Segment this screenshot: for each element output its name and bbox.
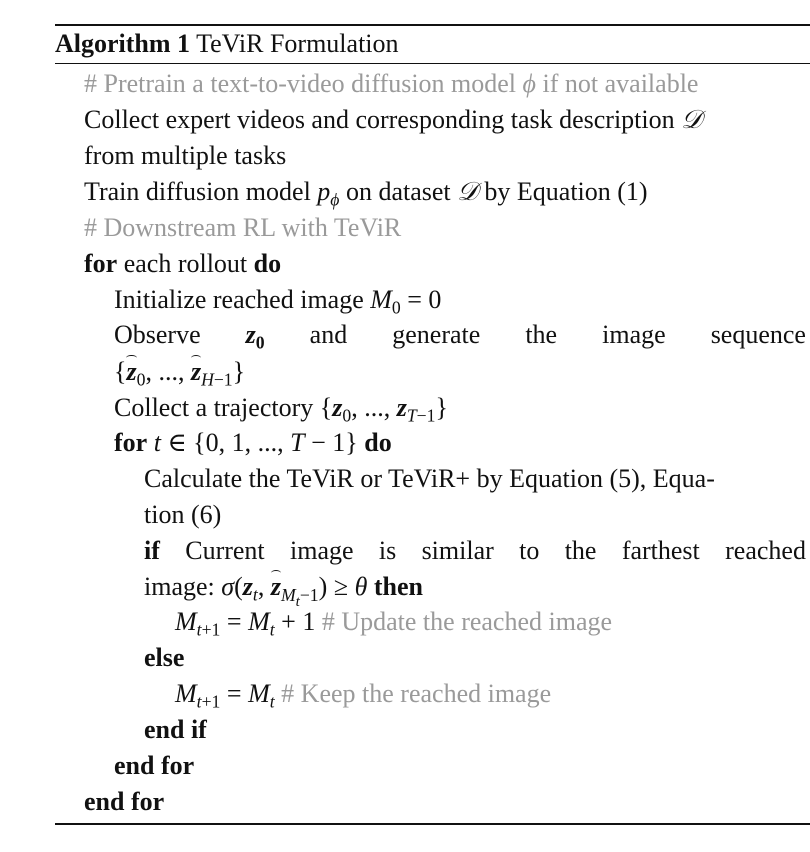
caption-rule [55, 63, 810, 64]
line-collect-videos: Collect expert videos and corresponding … [84, 105, 702, 135]
algorithm-caption: Algorithm 1 TeViR Formulation [55, 29, 399, 59]
line-if: if Current image is similar to the farth… [144, 536, 806, 565]
line-for-rollout: for each rollout do [84, 249, 282, 278]
line-end-if: end if [144, 715, 207, 744]
line-pretrain-comment: # Pretrain a text-to-video diffusion mod… [84, 69, 699, 98]
top-rule [55, 24, 810, 26]
line-downstream-comment: # Downstream RL with TeViR [84, 213, 402, 242]
line-end-for-outer: end for [84, 787, 165, 816]
line-calculate-cont: tion (6) [144, 500, 222, 529]
line-initialize: Initialize reached image M0 = 0 [114, 285, 442, 318]
algorithm-title: TeViR Formulation [196, 29, 399, 58]
line-collect-videos-cont: from multiple tasks [84, 141, 287, 170]
line-if-cont: image: σ(zt, zMt−1) ≥ θ then [144, 570, 423, 610]
line-train-diffusion: Train diffusion model pϕ on dataset 𝒟 by… [84, 177, 648, 210]
line-update: Mt+1 = Mt + 1 # Update the reached image [175, 607, 613, 640]
line-end-for-inner: end for [114, 751, 195, 780]
line-calculate: Calculate the TeViR or TeViR+ by Equatio… [144, 464, 715, 493]
line-observe: Observe z0 and generate the image sequen… [114, 320, 806, 353]
line-else: else [144, 643, 185, 672]
line-collect-trajectory: Collect a trajectory {z0, ..., zT−1} [114, 393, 448, 426]
line-for-t: for t ∈ {0, 1, ..., T − 1} do [114, 428, 392, 457]
algorithm-label: Algorithm 1 [55, 29, 191, 58]
line-observe-cont: {z0, ..., zH−1} [114, 355, 246, 390]
bottom-rule [55, 823, 810, 825]
line-keep: Mt+1 = Mt # Keep the reached image [175, 679, 552, 712]
